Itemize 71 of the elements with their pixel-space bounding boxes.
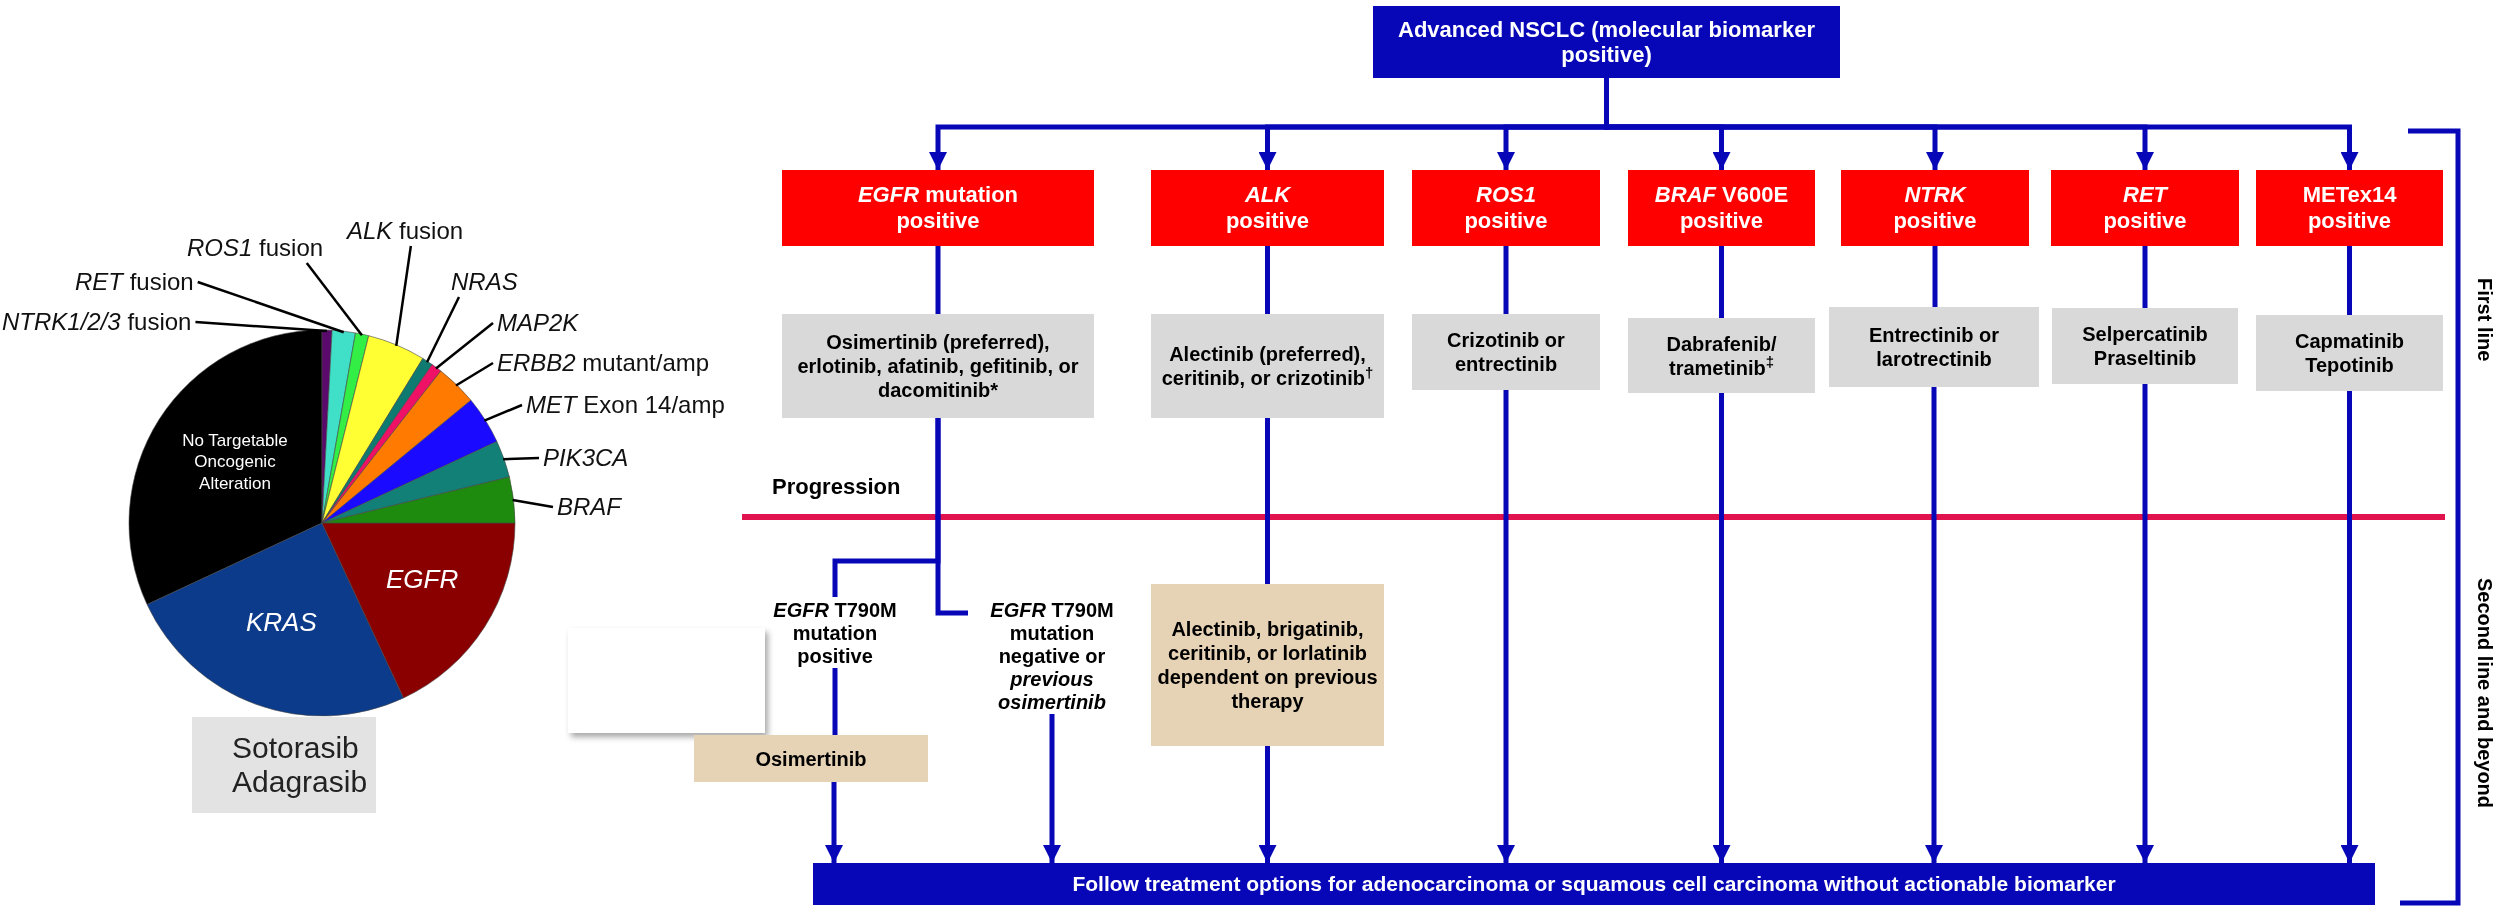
leader-line — [455, 361, 494, 387]
callout-label: BRAF — [557, 495, 621, 519]
callout-label: NRAS — [451, 270, 518, 294]
pie-slice — [321, 441, 510, 524]
treatment-box: Dabrafenib/ trametinib$^{‡}$ — [1628, 318, 1815, 393]
biomarker-box: ALK positive — [1151, 170, 1384, 246]
pie-slice — [321, 370, 472, 524]
leader-line — [503, 456, 540, 461]
slice-label: No Targetable Oncogenic Alteration — [160, 430, 310, 494]
drug-box: Sotorasib Adagrasib — [192, 717, 376, 813]
leader-line — [435, 322, 494, 370]
connector-line — [1932, 246, 1938, 307]
treatment-box: Entrectinib or larotrectinib — [1829, 307, 2039, 387]
stage-label: Progression — [772, 473, 901, 501]
biomarker-box: ROS1 positive — [1412, 170, 1600, 246]
leader-line — [195, 320, 328, 333]
arrow — [1497, 390, 1515, 863]
branch-label: EGFR T790M mutation negative or previous osimertinib — [972, 599, 1132, 714]
leader-line — [395, 245, 413, 347]
arrow — [1258, 746, 1277, 863]
callout-label: PIK3CA — [543, 446, 629, 470]
callout-label: MAP2K — [497, 311, 579, 335]
arrow — [825, 782, 843, 863]
leader-line — [197, 280, 345, 334]
arrow — [1043, 714, 1061, 863]
slice-label: KRAS — [246, 606, 317, 639]
arrow — [1925, 387, 1943, 863]
treatment-box: Crizotinib or entrectinib — [1412, 314, 1600, 390]
pie-slice — [321, 335, 424, 524]
biomarker-box: EGFR mutation positive — [782, 170, 1094, 246]
leader-line — [512, 498, 554, 509]
connector-line — [832, 668, 838, 735]
connector-line — [935, 246, 941, 314]
treatment-box: Capmatinib Tepotinib — [2256, 315, 2443, 391]
callout-label: ROS1 fusion — [187, 236, 324, 260]
leader-line — [483, 403, 523, 422]
phase-label: Second line and beyond — [2473, 578, 2497, 809]
leader-line — [425, 296, 461, 363]
callout-label: ALK fusion — [347, 219, 464, 243]
connector-line — [1265, 246, 1270, 314]
arrow — [1712, 393, 1731, 863]
pie-slice — [321, 476, 516, 524]
connector-line — [2347, 246, 2352, 315]
callout-label: NTRK1/2/3 fusion — [2, 310, 192, 334]
start-box: Advanced NSCLC (molecular biomarker positive) — [1373, 6, 1840, 78]
arrow — [2340, 391, 2359, 863]
biomarker-box: RET positive — [2051, 170, 2239, 246]
branch-label: EGFR T790M mutation positive — [758, 599, 912, 668]
treatment-box: Alectinib, brigatinib, ceritinib, or lorlatinib dependent on previous therapy — [1151, 584, 1384, 746]
biomarker-box: METex14 positive — [2256, 170, 2443, 246]
arrow — [2136, 384, 2154, 863]
callout-label: MET Exon 14/amp — [526, 393, 725, 417]
slice-label: EGFR — [386, 563, 459, 596]
outcome-box: Follow treatment options for adenocarcinoma or squamous cell carcinoma without actionable biomarker — [813, 863, 2375, 905]
callout-label: RET fusion — [75, 270, 194, 294]
phase-label: First line — [2473, 278, 2497, 362]
biomarker-box: NTRK positive — [1841, 170, 2029, 246]
pie-slice — [321, 329, 356, 524]
connector-line — [1719, 246, 1724, 318]
treatment-box: Osimertinib — [694, 735, 928, 782]
treatment-box: Selpercatinib Praseltinib — [2052, 308, 2238, 384]
leader-line — [305, 262, 363, 336]
treatment-box: Osimertinib (preferred), erlotinib, afatinib, gefitinib, or dacomitinib* — [782, 314, 1094, 418]
connector-line — [1265, 418, 1270, 584]
connector-line — [2142, 246, 2148, 308]
callout-label: ERBB2 mutant/amp — [497, 351, 710, 375]
pie-slice — [321, 399, 498, 524]
biomarker-box: BRAF V600E positive — [1628, 170, 1815, 246]
connector-line — [1503, 246, 1509, 314]
treatment-box: Alectinib (preferred), ceritinib, or crizotinib$^{†}$ — [1151, 314, 1384, 418]
connector-line — [935, 418, 968, 616]
